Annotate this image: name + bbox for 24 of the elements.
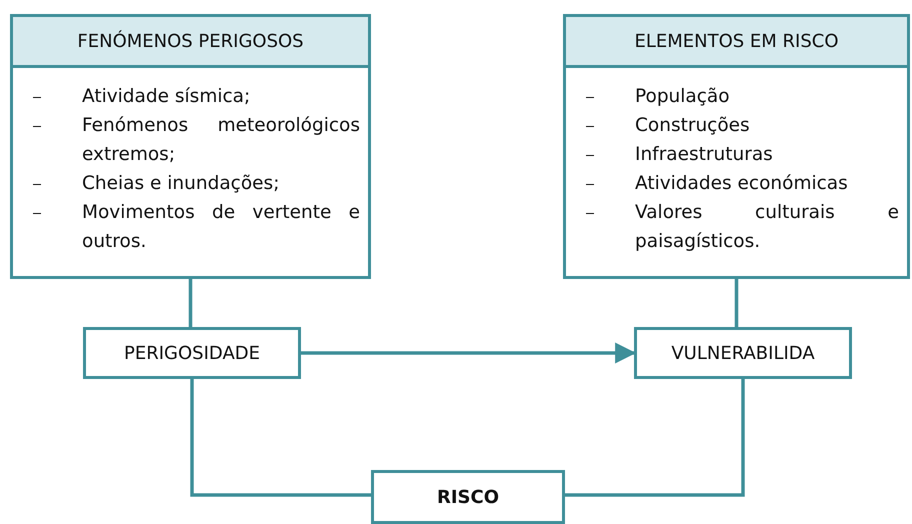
connector-line — [190, 379, 371, 497]
connector-line — [565, 379, 745, 497]
list-item: Atividades económicas — [635, 172, 849, 196]
connector-line — [188, 279, 192, 327]
risk-elements-box — [563, 14, 910, 279]
term-label: PERIGOSIDADE — [124, 342, 260, 364]
term-box — [83, 327, 301, 379]
list-item: Atividade sísmica; — [82, 85, 252, 109]
box-heading: ELEMENTOS EM RISCO — [634, 30, 839, 52]
result-label: RISCO — [436, 486, 500, 508]
list-item: População — [635, 85, 731, 109]
hazard-list-box — [10, 14, 371, 279]
box-heading: FENÓMENOS PERIGOSOS — [77, 30, 304, 52]
list-item: Valores culturais e paisagísticos. — [635, 201, 899, 254]
list-item: Movimentos de vertente e outros. — [82, 201, 360, 254]
list-item: Construções — [635, 114, 751, 138]
arrow — [301, 342, 636, 364]
list-item: Cheias e inundações; — [82, 172, 280, 196]
term-box — [634, 327, 852, 379]
term-label: VULNERABILIDA — [671, 342, 815, 364]
list-item: Infraestruturas — [635, 143, 774, 167]
connector-line — [734, 279, 738, 327]
result-box — [371, 470, 565, 524]
list-item: Fenómenos meteorológicos extremos; — [82, 114, 360, 167]
